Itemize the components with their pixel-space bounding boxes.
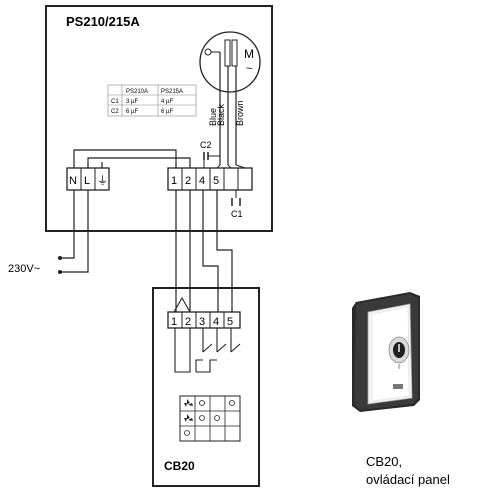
unit-terminal-1: 1 [171, 175, 177, 187]
ctrl-terminal-3: 3 [199, 316, 205, 328]
terminal-n: N [69, 175, 77, 187]
mains-terminal-block: N L ⏚ [66, 167, 110, 191]
fan-icon [184, 399, 193, 407]
ctrl-terminal-2: 2 [185, 316, 191, 328]
cap-row-c2-b: 6 µF [161, 109, 173, 115]
cap-row-c2-name: C2 [111, 109, 119, 115]
function-grid [179, 395, 241, 442]
terminal-l: L [84, 175, 90, 187]
unit-terminal-4: 4 [199, 175, 205, 187]
wire-label-brown: Brown [235, 100, 245, 126]
cap-header-ps210a: PS210A [126, 89, 148, 95]
unit-box [45, 5, 273, 232]
cb20-product-image [352, 292, 420, 412]
controller-title: CB20 [164, 459, 195, 473]
wire-label-blue: Blue [208, 108, 218, 126]
motor-tilde: ~ [246, 63, 252, 75]
unit-terminal-5: 5 [213, 175, 219, 187]
product-caption-line1: CB20, [366, 454, 402, 469]
controller-box [152, 287, 260, 487]
cap-header-ps215a: PS215A [161, 89, 183, 95]
cap-row-c1-b: 4 µF [161, 99, 173, 105]
unit-terminal-block: 1 2 4 5 [167, 167, 253, 191]
wire-label-black: Black [216, 103, 226, 126]
motor-label: M [244, 47, 254, 61]
supply-label: 230V~ [8, 263, 40, 275]
motor-thermal-icon [204, 48, 212, 56]
cap-c1-label: C1 [231, 209, 243, 219]
terminal-earth: ⏚ [97, 174, 108, 187]
cap-row-c1-name: C1 [111, 99, 119, 105]
ctrl-terminal-1: 1 [171, 316, 177, 328]
cap-c2-label: C2 [200, 140, 212, 150]
unit-title: PS210/215A [66, 14, 140, 29]
ctrl-terminal-4: 4 [213, 316, 219, 328]
fan-icon [184, 414, 193, 422]
product-caption-line2: ovládací panel [366, 472, 450, 487]
cap-row-c1-a: 3 µF [126, 99, 138, 105]
motor-symbol [199, 31, 261, 93]
capacitor-table: PS210A PS215A C1 3 µF 4 µF C2 6 µF 6 µF [107, 84, 197, 117]
controller-terminal-block: 1 2 3 4 5 [167, 311, 241, 329]
unit-terminal-2: 2 [185, 175, 191, 187]
cap-row-c2-a: 6 µF [126, 109, 138, 115]
ctrl-terminal-5: 5 [227, 316, 233, 328]
